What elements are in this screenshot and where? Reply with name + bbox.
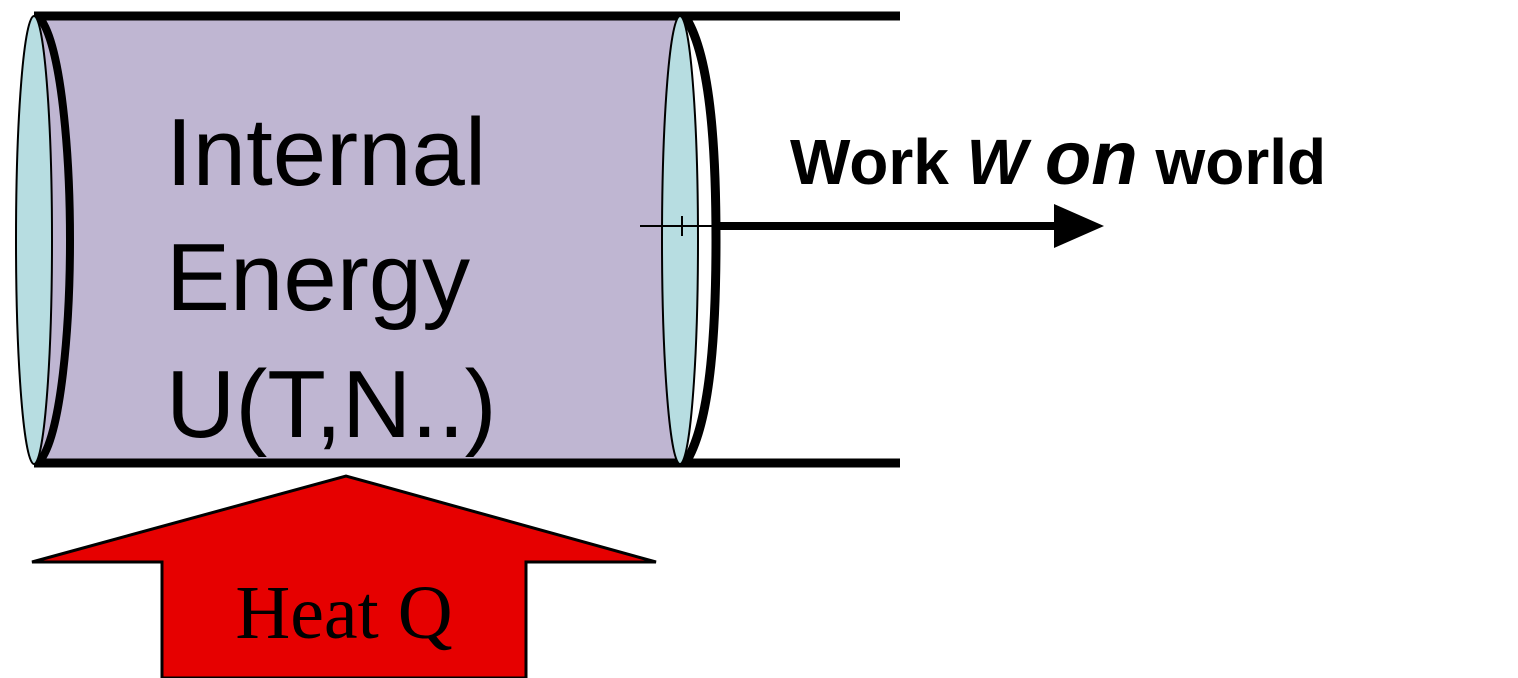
left-end-cap-outline — [34, 13, 75, 466]
internal-energy-line-2: Energy — [166, 224, 470, 331]
work-on-word: on — [1045, 116, 1138, 201]
internal-energy-line-3: U(T,N..) — [166, 351, 497, 458]
arrow-right-icon — [640, 204, 1104, 248]
work-arrow-head — [1054, 204, 1104, 248]
work-label: Work W on world — [790, 116, 1326, 201]
work-word: Work — [790, 126, 949, 198]
work-symbol: W — [967, 126, 1032, 198]
piston-face — [661, 15, 699, 465]
gas-volume — [34, 17, 680, 463]
work-world-word: world — [1154, 126, 1326, 198]
arrow-up-icon — [31, 474, 657, 678]
heat-arrow-shape — [31, 474, 657, 678]
heat-label: Heat Q — [235, 571, 452, 655]
piston-back-outline — [682, 15, 721, 465]
piston-icon — [661, 15, 721, 465]
left-end-cap-face — [15, 15, 53, 465]
internal-energy-line-1: Internal — [166, 99, 486, 206]
